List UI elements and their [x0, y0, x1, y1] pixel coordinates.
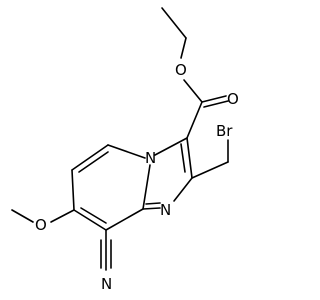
atom-label-bridge-n: N — [145, 149, 156, 167]
bond-carbonyl-double-a — [201, 95, 227, 103]
bond-c8-c8a — [105, 208, 144, 231]
bond-c5-c6-inner — [78, 151, 109, 173]
bond-c3-c2 — [186, 137, 193, 179]
bond-c3-c2-inner — [180, 143, 186, 173]
bond-carbonyl-double-b — [203, 100, 229, 108]
bond-n4-c5 — [107, 144, 146, 159]
bond-ethyl-ch3-ch2 — [161, 7, 187, 39]
bond-c6-c7 — [71, 169, 75, 211]
bond-c7-c8 — [73, 209, 107, 231]
bond-c7-c8-inner — [80, 207, 107, 224]
atom-label-nitrile-n: N — [101, 275, 112, 293]
bond-n1-c8a-double — [145, 202, 161, 205]
atom-label-ester-o-double: O — [227, 90, 239, 108]
chemical-structure: O O Br N N O N — [11, 7, 239, 293]
bond-n4-c3 — [154, 137, 188, 156]
bond-ester-o-carbonyl — [183, 79, 203, 103]
bond-c2-n1 — [173, 177, 193, 202]
atom-label-imidazole-n: N — [160, 201, 171, 219]
atom-label-methoxy-o: O — [35, 216, 47, 234]
structure-canvas: O O Br N N O N — [11, 7, 239, 293]
atom-label-ester-o-single: O — [175, 61, 187, 79]
bond-c7-o — [50, 209, 75, 223]
bond-c8a-n4 — [142, 164, 151, 210]
bond-o-ch3 — [11, 209, 34, 223]
bond-n1-c8a — [142, 207, 161, 210]
bond-ethyl-ch2-o — [180, 37, 187, 59]
bond-c2-ch2 — [191, 161, 229, 179]
atom-label-bromine: Br — [216, 122, 233, 140]
bond-c5-c6 — [71, 144, 109, 171]
bond-carbonyl-c3 — [186, 101, 203, 139]
